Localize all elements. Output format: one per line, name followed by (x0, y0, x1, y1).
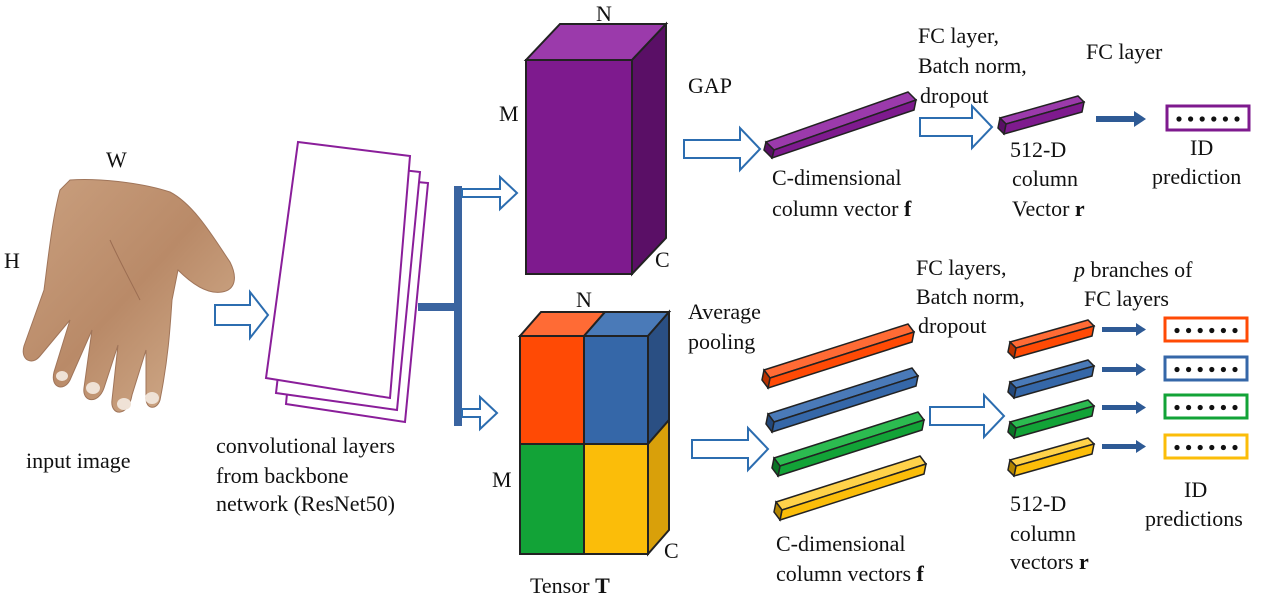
arrows-id-bottom (1102, 323, 1146, 453)
dot (1209, 366, 1215, 373)
conv-label-line2: from backbone (216, 463, 349, 488)
dot (1220, 327, 1226, 334)
bottom-tensor-m-label: M (492, 467, 512, 492)
dots-row (1174, 404, 1238, 411)
vec512-top-label-line3: Vector r (1012, 196, 1085, 221)
dot (1209, 444, 1215, 451)
conv-label-line3: network (ResNet50) (216, 491, 396, 516)
dot (1186, 366, 1192, 373)
arrow-id-top (1096, 111, 1146, 127)
avgpool-label-line2: pooling (688, 329, 756, 354)
fc-bottom-label-line3: dropout (918, 313, 987, 338)
top-tensor-n-label: N (596, 1, 612, 26)
dot (1186, 404, 1192, 411)
bottom-tensor-c-label: C (664, 538, 679, 563)
dot (1174, 404, 1180, 411)
dim-w-label: W (106, 147, 127, 172)
dot (1197, 366, 1203, 373)
dot (1232, 404, 1238, 411)
id-prediction-boxes-bottom (1163, 316, 1249, 460)
top-tensor-m-label: M (499, 101, 519, 126)
fc-bottom-label-line1: FC layers, (916, 255, 1007, 280)
branches-label-line2: FC layers (1084, 286, 1169, 311)
tensor-top (523, 21, 669, 277)
bottom-tensor-n-label: N (576, 287, 592, 312)
dot (1174, 327, 1180, 334)
dot (1222, 116, 1228, 122)
dot (1232, 327, 1238, 334)
arrow-input-to-conv (214, 289, 270, 341)
dim-h-label: H (4, 248, 20, 273)
dot (1174, 366, 1180, 373)
dot (1234, 116, 1240, 122)
dot (1199, 116, 1205, 122)
vec512-top-label-line2: column (1012, 166, 1078, 191)
dot (1197, 444, 1203, 451)
avgpool-label-line1: Average (688, 299, 761, 324)
arrow-avgpool (691, 425, 770, 473)
id-pred-top-line1: ID (1190, 135, 1214, 160)
top-tensor-c-label: C (655, 247, 670, 272)
dot (1188, 116, 1194, 122)
dot (1209, 404, 1215, 411)
vec512-top-label-line1: 512-D (1010, 137, 1067, 162)
dots-row (1174, 444, 1238, 451)
arrow-gap (683, 125, 762, 173)
tensor-label: Tensor T (530, 573, 610, 598)
dots-row (1176, 116, 1240, 122)
dot (1211, 116, 1217, 122)
arrow-fc-bottom (929, 392, 1006, 440)
hand-image (22, 179, 235, 413)
dot (1220, 444, 1226, 451)
branch-connector (418, 174, 519, 432)
dot (1209, 327, 1215, 334)
vecs512-label-line1: 512-D (1010, 491, 1067, 516)
dot (1232, 444, 1238, 451)
dot (1174, 444, 1180, 451)
dot (1220, 404, 1226, 411)
id-pred-top-line2: prediction (1152, 164, 1242, 189)
vector-f-top (763, 91, 918, 160)
dot (1186, 444, 1192, 451)
dot (1197, 327, 1203, 334)
conv-label-line1: convolutional layers (216, 433, 396, 458)
fc-top-label-line3: dropout (920, 83, 989, 108)
cvecs-label-line1: C-dimensional (776, 531, 906, 556)
fc-top-label-line2: Batch norm, (918, 53, 1027, 78)
id-preds-bottom-line2: predictions (1145, 506, 1243, 531)
branches-label-line1: p branches of (1074, 257, 1193, 282)
vectors-f-bottom (761, 323, 928, 522)
fc-layer-label: FC layer (1086, 39, 1163, 64)
gap-label: GAP (688, 73, 733, 98)
vecs512-label-line2: column (1010, 521, 1076, 546)
conv-layer-stack (264, 140, 430, 424)
cvecs-label-line2: column vectors f (776, 561, 924, 586)
id-preds-bottom-line1: ID (1184, 477, 1208, 502)
dots-row (1174, 327, 1238, 334)
vector-r-top (997, 95, 1086, 136)
input-image-label: input image (26, 448, 131, 473)
dot (1232, 366, 1238, 373)
dot (1176, 116, 1182, 122)
dot (1186, 327, 1192, 334)
vecs512-label-line3: vectors r (1010, 549, 1089, 574)
arrow-fc-top (919, 103, 994, 151)
dot (1220, 366, 1226, 373)
dot (1197, 404, 1203, 411)
cvec-label-line2: column vector f (772, 196, 912, 221)
tensor-bottom (517, 309, 672, 557)
cvec-label-line1: C-dimensional (772, 165, 902, 190)
vectors-r-bottom (1007, 319, 1096, 478)
dots-row (1174, 366, 1238, 373)
fc-top-label-line1: FC layer, (918, 23, 999, 48)
fc-bottom-label-line2: Batch norm, (916, 284, 1025, 309)
